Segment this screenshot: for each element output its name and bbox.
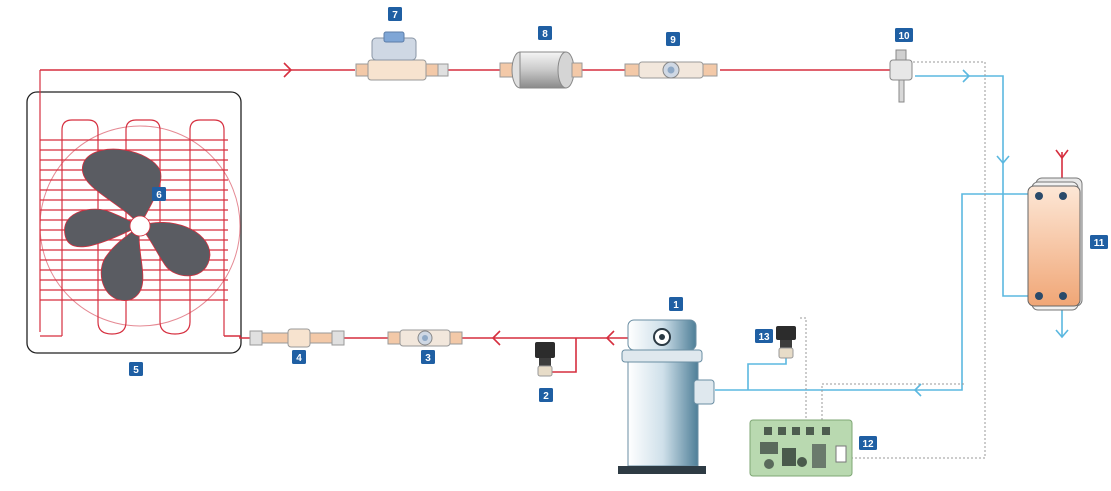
fan-icon xyxy=(64,148,211,301)
control-wiring xyxy=(800,61,986,459)
control-board-icon xyxy=(749,419,853,477)
sight-glass-icon xyxy=(387,329,463,347)
wire-pressure-switch xyxy=(800,317,807,420)
badge-13-label: 13 xyxy=(758,332,770,343)
flow-arrow-icon xyxy=(283,62,293,78)
badge-5: 5 xyxy=(129,362,143,376)
hx-inlet-arrow-icon xyxy=(1055,149,1069,160)
sight-glass-icon xyxy=(624,61,718,79)
hot-refrigerant-lines xyxy=(40,62,1069,373)
flow-arrow-icon xyxy=(605,330,615,346)
pipe-pressure-switch-branch xyxy=(545,338,577,373)
expansion-valve-icon xyxy=(889,49,913,103)
badge-6: 6 xyxy=(152,187,166,201)
badge-12: 12 xyxy=(859,436,877,450)
badge-12-label: 12 xyxy=(862,439,874,450)
solenoid-valve-icon xyxy=(355,31,449,81)
condenser-coil xyxy=(26,70,242,354)
badge-7-label: 7 xyxy=(392,10,398,21)
badge-4: 4 xyxy=(292,350,306,364)
filter-drier-icon xyxy=(499,51,583,89)
flow-arrow-icon xyxy=(962,69,971,83)
badge-11-label: 11 xyxy=(1094,238,1105,249)
flow-arrow-icon xyxy=(996,155,1010,165)
flow-arrow-icon xyxy=(913,383,922,397)
pipe-fitting-icon xyxy=(249,328,345,348)
pipe-hx-to-compressor xyxy=(715,193,1030,391)
badge-7: 7 xyxy=(388,7,402,21)
flow-arrow-icon xyxy=(491,330,501,346)
badge-4-label: 4 xyxy=(296,353,302,364)
badge-13: 13 xyxy=(755,329,773,343)
pipe-expansion-to-hx xyxy=(915,75,1030,297)
badge-1: 1 xyxy=(669,297,683,311)
badge-10: 10 xyxy=(895,28,913,42)
wire-expansion-valve xyxy=(852,61,986,459)
badge-8-label: 8 xyxy=(542,29,548,40)
pipe-condenser-inlet xyxy=(224,335,250,339)
wire-sensor xyxy=(821,383,965,420)
pressure-switch-icon xyxy=(776,326,796,359)
plate-heat-exchanger-icon xyxy=(1027,177,1083,311)
badge-2-label: 2 xyxy=(543,391,549,402)
badge-11: 11 xyxy=(1090,235,1108,249)
coil-grid xyxy=(39,70,228,337)
badge-2: 2 xyxy=(539,388,553,402)
badge-5-label: 5 xyxy=(133,365,139,376)
hx-outlet-arrow-icon xyxy=(1055,329,1069,339)
badge-1-label: 1 xyxy=(673,300,679,311)
compressor-icon xyxy=(618,319,715,474)
cold-refrigerant-lines xyxy=(715,69,1069,397)
badge-6-label: 6 xyxy=(156,190,162,201)
badge-3: 3 xyxy=(421,350,435,364)
badge-10-label: 10 xyxy=(898,31,910,42)
badge-9-label: 9 xyxy=(670,35,676,46)
badge-8: 8 xyxy=(538,26,552,40)
badges: 1 2 3 4 5 6 7 8 xyxy=(129,7,1108,450)
pressure-switch-icon xyxy=(535,342,555,377)
badge-3-label: 3 xyxy=(425,353,431,364)
badge-9: 9 xyxy=(666,32,680,46)
